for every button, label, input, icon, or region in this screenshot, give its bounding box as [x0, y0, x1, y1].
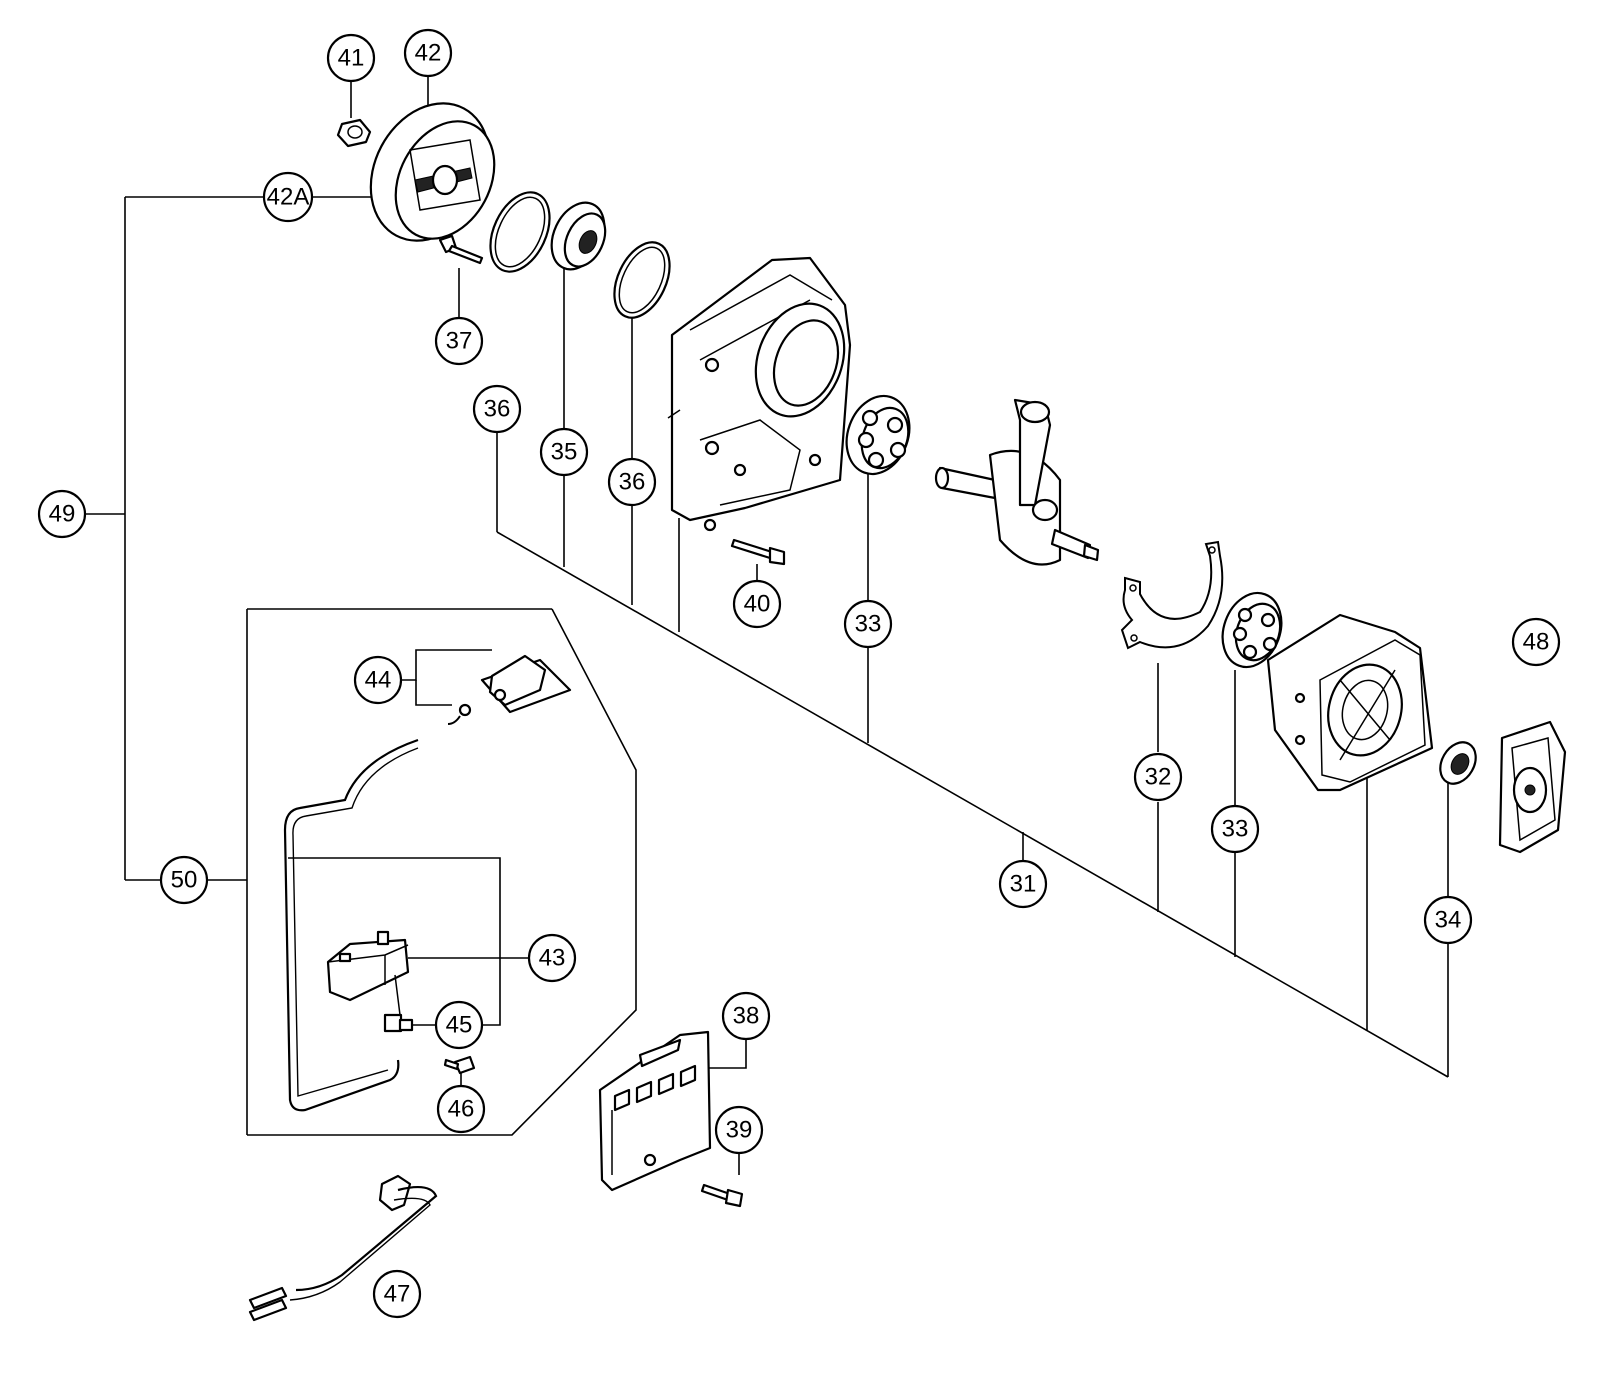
callout-48: 48 [1511, 617, 1561, 667]
nut-part [336, 118, 372, 148]
ignition-module-part [326, 930, 410, 1016]
callout-33-upper: 33 [843, 599, 893, 649]
callout-44: 44 [353, 655, 403, 705]
snap-ring-part [613, 241, 671, 319]
svg-text:34: 34 [1435, 907, 1462, 934]
svg-text:41: 41 [338, 45, 365, 72]
svg-text:40: 40 [744, 591, 771, 618]
callout-38: 38 [721, 991, 771, 1041]
callout-36-right: 36 [607, 457, 657, 507]
svg-text:48: 48 [1523, 629, 1550, 656]
callout-36-left: 36 [472, 384, 522, 434]
svg-text:39: 39 [726, 1117, 753, 1144]
leader-lines [81, 76, 1449, 1175]
callout-37: 37 [434, 316, 484, 366]
callout-31: 31 [998, 859, 1048, 909]
callout-46: 46 [436, 1084, 486, 1134]
gasket-part [1120, 540, 1224, 650]
svg-text:31: 31 [1010, 871, 1037, 898]
callout-33-lower: 33 [1210, 804, 1260, 854]
connector-part [383, 1013, 414, 1033]
svg-text:36: 36 [484, 396, 511, 423]
svg-text:50: 50 [171, 867, 198, 894]
svg-text:33: 33 [1222, 816, 1249, 843]
svg-text:43: 43 [539, 945, 566, 972]
callout-32: 32 [1133, 752, 1183, 802]
bolt-part [730, 538, 786, 566]
callout-34: 34 [1423, 895, 1473, 945]
wire-harness-part [283, 738, 419, 1112]
callout-35: 35 [539, 427, 589, 477]
snap-ring-part [489, 191, 551, 273]
cover-plate-part [1498, 720, 1567, 854]
screw-part [443, 1055, 476, 1075]
crankcase-left-part [667, 256, 852, 532]
bearing-part [845, 394, 911, 476]
svg-text:47: 47 [384, 1281, 411, 1308]
callout-49: 49 [37, 489, 87, 539]
svg-text:46: 46 [448, 1096, 475, 1123]
stop-switch-part [447, 654, 572, 725]
crankcase-right-part [1266, 613, 1434, 792]
svg-text:49: 49 [49, 501, 76, 528]
svg-text:44: 44 [365, 667, 392, 694]
clutch-drum-part [369, 102, 496, 242]
callout-43: 43 [527, 933, 577, 983]
callout-41: 41 [326, 33, 376, 83]
callout-39: 39 [714, 1105, 764, 1155]
callout-45: 45 [434, 1000, 484, 1050]
callout-50: 50 [159, 855, 209, 905]
callout-47: 47 [372, 1269, 422, 1319]
callout-42: 42 [403, 28, 453, 78]
callout-42a: 42A [262, 171, 314, 223]
svg-text:42A: 42A [267, 184, 310, 211]
oil-seal-part [1439, 741, 1477, 785]
cover-part [598, 1030, 712, 1192]
bearing-part [1221, 591, 1283, 669]
svg-text:36: 36 [619, 469, 646, 496]
svg-text:35: 35 [551, 439, 578, 466]
wire-part [248, 1174, 438, 1322]
svg-text:33: 33 [855, 611, 882, 638]
svg-text:45: 45 [446, 1012, 473, 1039]
screw-part [700, 1183, 744, 1208]
svg-text:32: 32 [1145, 764, 1172, 791]
svg-text:42: 42 [415, 40, 442, 67]
callout-40: 40 [732, 579, 782, 629]
bolt-part [438, 234, 484, 265]
svg-text:38: 38 [733, 1003, 760, 1030]
seal-part [550, 201, 607, 271]
crankshaft-part [934, 398, 1100, 566]
svg-text:37: 37 [446, 328, 473, 355]
callouts: 41 42 42A 37 36 35 36 49 40 33 44 48 32 … [37, 28, 1561, 1319]
